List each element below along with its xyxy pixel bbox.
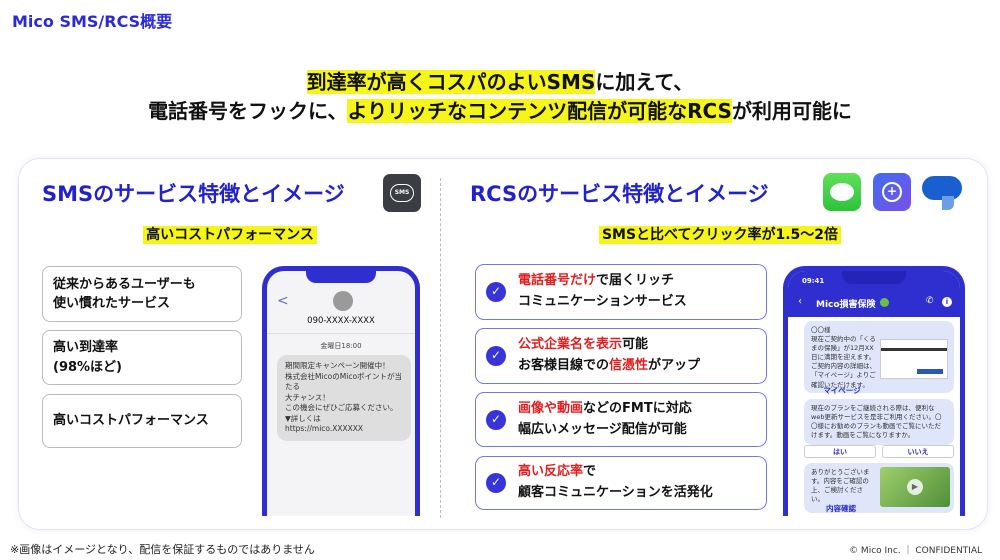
verified-icon	[880, 298, 889, 307]
feature-text: 幅広いメッセージ配信が可能	[518, 421, 687, 437]
rcs-phone-mockup: 09:41 ‹ Mico損害保険 ✆ i 〇〇様 現在ご契約中の「くるまの保険」…	[783, 266, 965, 516]
divider	[440, 178, 441, 518]
sender-name: Mico損害保険	[816, 300, 876, 310]
rcs-feature: ✓ 画像や動画などのFMTに対応幅広いメッセージ配信が可能	[475, 392, 767, 447]
headline-line-2: 電話番号をフックに、よりリッチなコンテンツ配信が可能なRCSが利用可能に	[0, 95, 1000, 124]
feature-text: 顧客コミュニケーションを活発化	[518, 485, 713, 500]
message-text: ありがとうございます。内容をご確認の上、ご検討ください。	[811, 468, 870, 504]
sms-icon: SMS	[383, 174, 421, 212]
msg-line: 大チャンス！	[285, 392, 330, 402]
rcs-heading: RCSのサービス特徴とイメージ	[470, 182, 769, 206]
check-icon: ✓	[486, 473, 506, 493]
rcs-feature: ✓ 公式企業名を表示可能お客様目線での信憑性がアップ	[475, 328, 767, 384]
info-icon[interactable]: i	[942, 297, 952, 307]
emphasis: 電話番号だけ	[518, 273, 597, 289]
headline-highlight: 到達率が高くコスパのよいSMS	[306, 70, 596, 94]
back-icon[interactable]: ‹	[798, 296, 802, 307]
msg-line: この機会にぜひご応募ください。	[285, 403, 398, 412]
sms-message-bubble: 期間限定キャンペーン開催中！ 株式会社MicoのMicoポイントが当たる 大チャ…	[277, 355, 411, 441]
mypage-screenshot-image	[880, 339, 948, 379]
google-messages-icon-tail	[942, 196, 954, 210]
sms-icon-label: SMS	[390, 184, 414, 202]
content-confirm-link[interactable]: 内容確認	[826, 504, 856, 513]
feature-text: がアップ	[648, 358, 701, 373]
emphasis: 公式企業名を表示	[518, 337, 623, 353]
content-panel	[18, 158, 988, 530]
phone-number: 090-XXXX-XXXX	[307, 316, 375, 326]
msg-line: 期間限定キャンペーン開催中！	[285, 361, 390, 370]
rcs-feature: ✓ 電話番号だけで届くリッチコミュニケーションサービス	[475, 264, 767, 320]
feature-line: 従来からあるユーザーも	[53, 276, 196, 292]
feature-line: (98%ほど)	[53, 359, 122, 375]
rcs-chat-icon: +	[873, 173, 911, 211]
feature-text: コミュニケーションサービス	[518, 294, 687, 309]
headline-highlight: よりリッチなコンテンツ配信が可能なRCS	[347, 99, 732, 123]
rcs-message-bubble: 〇〇様 現在ご契約中の「くるまの保険」が12月XX日に満期を迎えます。ご契約内容…	[804, 321, 954, 395]
check-icon: ✓	[486, 409, 506, 430]
rcs-message-bubble: ありがとうございます。内容をご確認の上、ご検討ください。 ▶ 内容確認	[804, 463, 954, 513]
feature-text: で届くリッチ	[596, 273, 675, 289]
yes-button[interactable]: はい	[804, 445, 876, 458]
sms-feature: 高いコストパフォーマンス	[42, 394, 242, 448]
message-text: 現在のプランをご継続される際は、便利なweb更新サービスを是非ご利用ください。〇…	[811, 404, 942, 440]
sms-phone-mockup: < 090-XXXX-XXXX 金曜日18:00 期間限定キャンペーン開催中！ …	[262, 266, 420, 516]
sms-feature: 従来からあるユーザーも使い慣れたサービス	[42, 266, 242, 322]
rcs-subtitle: SMSと比べてクリック率が1.5〜2倍	[598, 226, 842, 244]
emphasis: 信憑性	[609, 358, 649, 373]
video-thumbnail[interactable]: ▶	[880, 467, 950, 507]
msg-line: 株式会社MicoのMicoポイントが当たる	[285, 371, 403, 392]
rcs-feature: ✓ 高い反応率で顧客コミュニケーションを活発化	[475, 456, 767, 510]
emphasis: 高い反応率	[518, 464, 584, 480]
check-icon: ✓	[486, 282, 506, 302]
feature-line: 使い慣れたサービス	[53, 296, 171, 311]
avatar-icon	[333, 291, 353, 311]
mypage-link[interactable]: マイページ	[823, 386, 861, 395]
footnote: ※画像はイメージとなり、配信を保証するものではありません	[10, 543, 315, 556]
no-button[interactable]: いいえ	[882, 445, 954, 458]
msg-line: ▼詳しくは	[285, 413, 321, 423]
feature-text: で	[583, 464, 597, 480]
play-icon[interactable]: ▶	[907, 479, 923, 495]
sms-subtitle: 高いコストパフォーマンス	[143, 226, 317, 244]
feature-line: 高いコストパフォーマンス	[53, 413, 209, 429]
feature-text: 可能	[622, 337, 649, 353]
sms-heading: SMSのサービス特徴とイメージ	[42, 182, 345, 206]
msg-line: https://mico.XXXXXX	[285, 424, 364, 433]
feature-text: などのFMTに対応	[583, 400, 692, 416]
headline-text: に加えて、	[595, 70, 694, 94]
message-time: 金曜日18:00	[320, 342, 362, 350]
message-text: 〇〇様 現在ご契約中の「くるまの保険」が12月XX日に満期を迎えます。ご契約内容…	[811, 326, 876, 389]
emphasis: 画像や動画	[518, 400, 584, 416]
headline-text: 電話番号をフックに、	[148, 99, 348, 123]
feature-text: お客様目線での	[518, 358, 610, 373]
sms-feature: 高い到達率 (98%ほど)	[42, 330, 242, 385]
status-time: 09:41	[802, 277, 825, 285]
check-icon: ✓	[486, 346, 506, 366]
feature-line: 高い到達率	[53, 340, 119, 355]
back-icon: <	[277, 293, 289, 309]
slide-title: Mico SMS/RCS概要	[12, 12, 173, 31]
copyright: © Mico Inc. ｜ CONFIDENTIAL	[849, 546, 982, 556]
rcs-message-bubble: 現在のプランをご継続される際は、便利なweb更新サービスを是非ご利用ください。〇…	[804, 399, 954, 446]
messages-icon	[823, 173, 861, 211]
headline-text: が利用可能に	[731, 99, 852, 123]
headline-line-1: 到達率が高くコスパのよいSMSに加えて、	[0, 66, 1000, 95]
phone-icon[interactable]: ✆	[926, 296, 934, 306]
